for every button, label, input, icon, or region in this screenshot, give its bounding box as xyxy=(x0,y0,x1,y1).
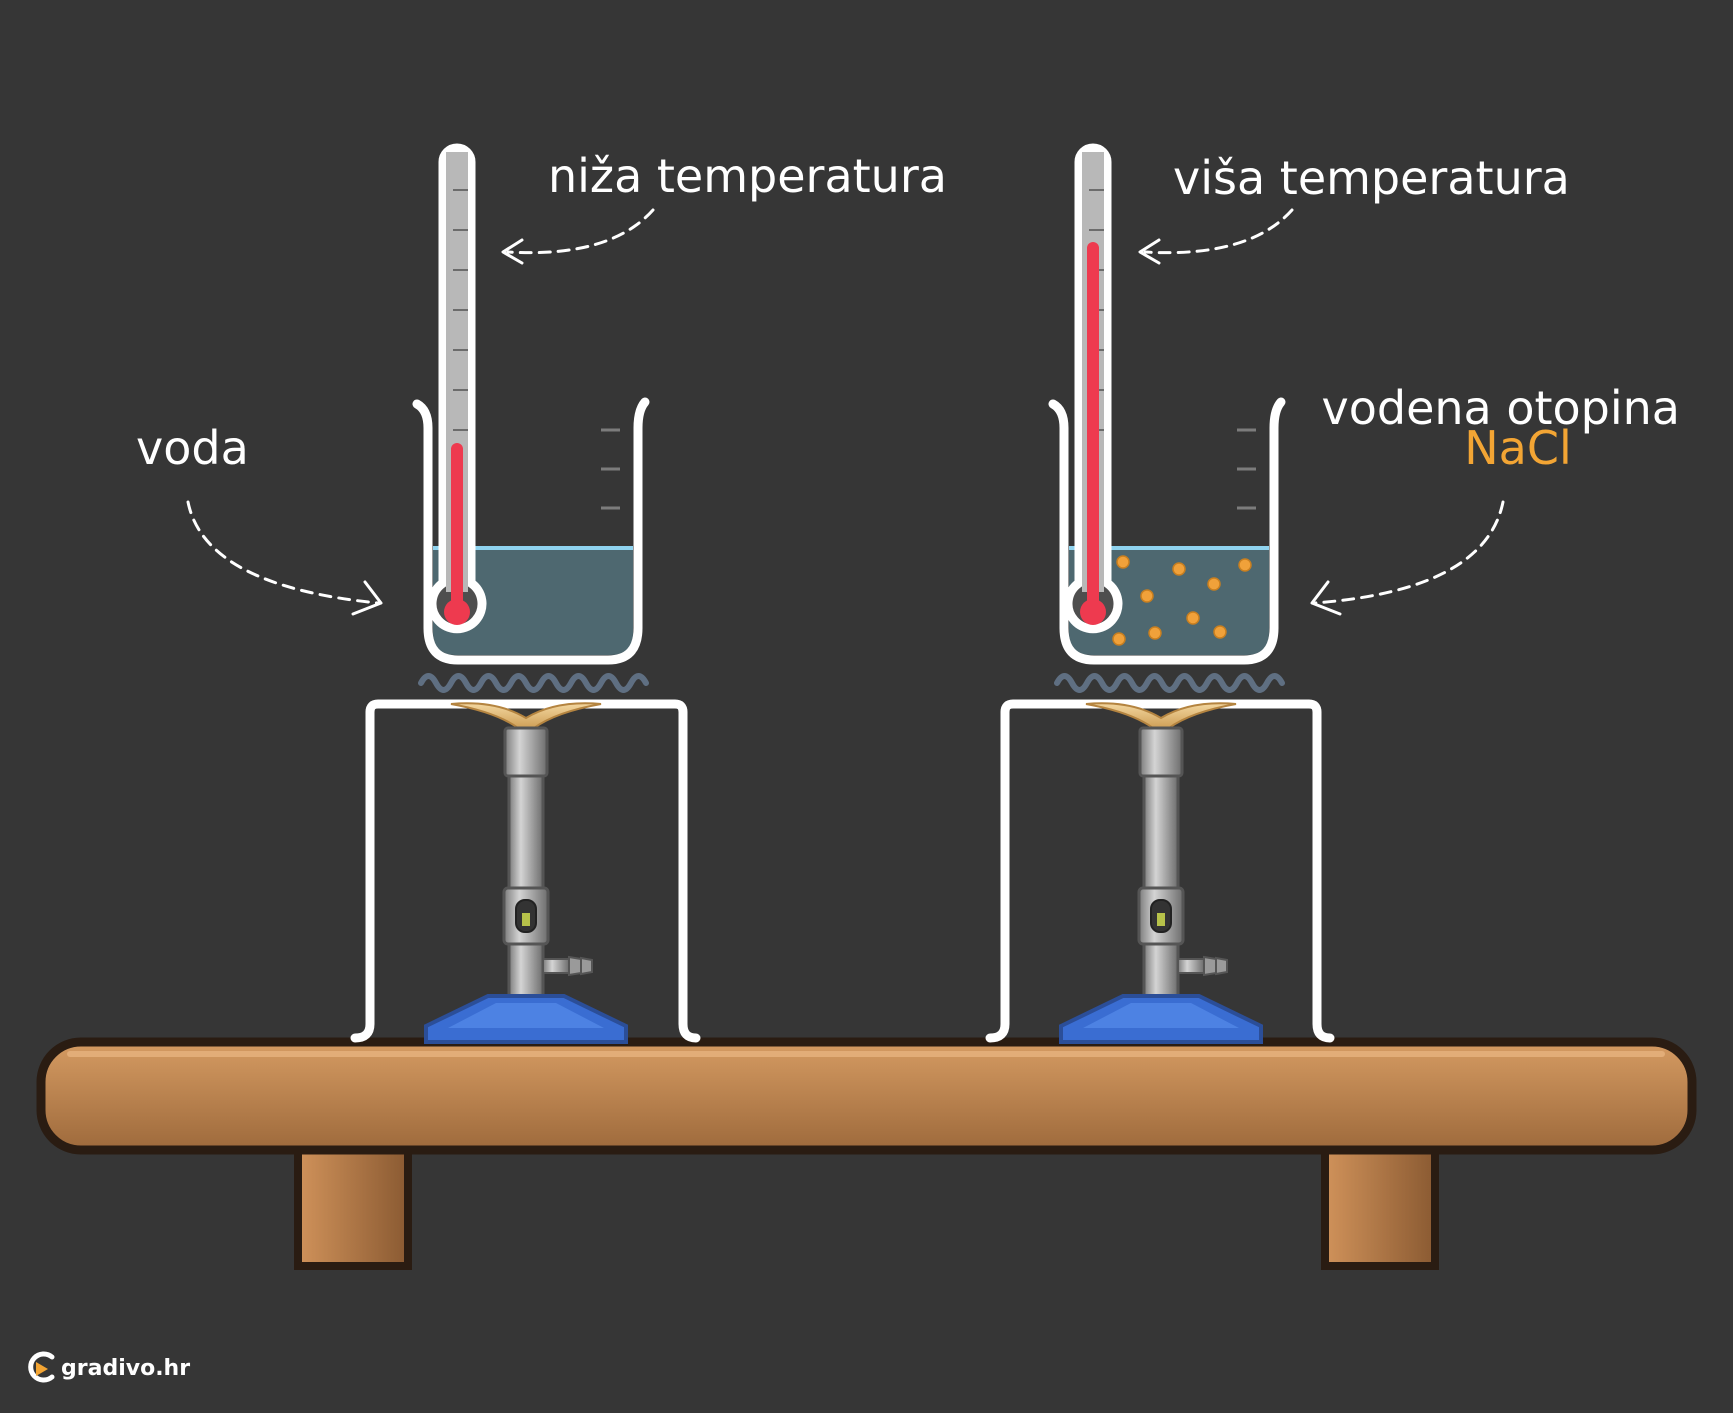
label-lower-temperature: niža temperatura xyxy=(548,149,947,203)
right-setup xyxy=(985,143,1505,1044)
thermometer-icon xyxy=(427,143,487,634)
arrow-to-solution xyxy=(1313,500,1505,605)
table-icon xyxy=(36,1037,1697,1270)
bunsen-burner-icon xyxy=(424,701,628,1044)
label-nacl: NaCl xyxy=(1464,421,1572,475)
label-higher-temperature: viša temperatura xyxy=(1173,151,1570,205)
heat-wave-icon xyxy=(1054,673,1285,693)
heat-wave-icon xyxy=(418,673,649,693)
tripod-stand-icon xyxy=(985,699,1335,1043)
bunsen-burner-icon xyxy=(1059,701,1263,1044)
beaker-icon xyxy=(412,397,650,665)
thermometer-icon xyxy=(1063,143,1123,634)
label-aqueous-solution: vodena otopina xyxy=(1322,381,1680,435)
logo: gradivo.hr xyxy=(28,1351,190,1383)
arrow-to-thermometer-left xyxy=(506,208,655,255)
tripod-stand-icon xyxy=(350,699,701,1043)
label-water: voda xyxy=(136,421,249,475)
arrow-to-water xyxy=(186,500,380,605)
beaker-icon xyxy=(1048,397,1286,665)
logo-icon xyxy=(28,1351,55,1383)
logo-text: gradivo.hr xyxy=(61,1356,190,1381)
arrow-to-thermometer-right xyxy=(1143,208,1294,255)
left-setup xyxy=(186,143,701,1044)
salt-particles xyxy=(1112,555,1252,646)
